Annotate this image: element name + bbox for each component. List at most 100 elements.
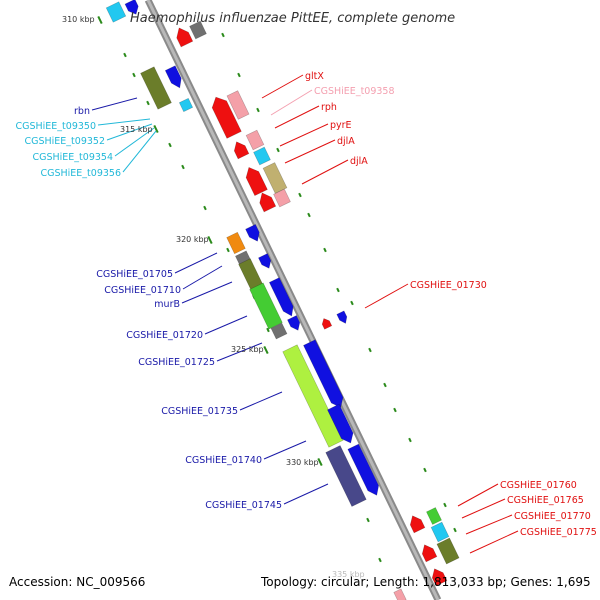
tick-mark	[146, 100, 150, 106]
gene-top-forward[interactable]	[124, 0, 141, 17]
gene-label-t09358[interactable]: CGSHiEE_t09358	[314, 86, 395, 97]
gene-red-bottom[interactable]	[429, 566, 448, 587]
scale-label-325: 325 kbp	[231, 345, 264, 354]
leader-line	[301, 159, 349, 185]
gene-label-pyrE[interactable]: pyrE	[330, 120, 352, 131]
gene-label-djlA-1[interactable]: djlA	[337, 136, 355, 147]
tick-mark	[336, 287, 340, 293]
gene-t09358[interactable]	[226, 90, 250, 120]
gene-label-01735[interactable]: CGSHiEE_01735	[161, 406, 238, 417]
gene-djlA-red[interactable]	[243, 164, 268, 197]
leader-line	[274, 105, 320, 129]
gene-label-01740[interactable]: CGSHiEE_01740	[185, 455, 262, 466]
gene-01745-b[interactable]	[347, 443, 382, 498]
gene-label-murB[interactable]: murB	[154, 299, 180, 310]
tick-mark	[226, 247, 230, 253]
accession-text: Accession: NC_009566	[9, 575, 145, 589]
gene-murB[interactable]	[249, 282, 283, 330]
gene-olive-1[interactable]	[140, 66, 172, 110]
tick-mark	[307, 212, 311, 218]
leader-line	[204, 315, 248, 335]
gene-label-01705[interactable]: CGSHiEE_01705	[96, 269, 173, 280]
gene-red-lower[interactable]	[419, 542, 438, 563]
leader-line	[279, 123, 329, 147]
gene-label-01720[interactable]: CGSHiEE_01720	[126, 330, 203, 341]
tick-mark	[168, 142, 172, 148]
leader-line	[114, 127, 155, 157]
leader-line	[239, 391, 283, 411]
gene-label-t09350[interactable]: CGSHiEE_t09350	[15, 121, 96, 132]
genome-backbone	[144, 0, 442, 600]
gene-01710-b[interactable]	[258, 253, 273, 271]
gene-rbn[interactable]	[164, 65, 184, 91]
tick-mark	[237, 72, 241, 78]
gene-01745[interactable]	[325, 445, 367, 507]
gene-label-01765[interactable]: CGSHiEE_01765	[507, 495, 584, 506]
tick-mark	[221, 32, 225, 38]
gene-gray-2[interactable]	[270, 322, 288, 340]
gene-label-01745[interactable]: CGSHiEE_01745	[205, 500, 282, 511]
gene-label-01710[interactable]: CGSHiEE_01710	[104, 285, 181, 296]
gene-top-trna[interactable]	[105, 1, 127, 23]
gene-01770[interactable]	[430, 521, 450, 543]
scale-label-335: 335 kbp	[332, 570, 365, 579]
gene-label-rbn[interactable]: rbn	[74, 106, 90, 117]
major-tick	[97, 15, 103, 25]
gene-orange[interactable]	[226, 231, 246, 255]
gene-label-01760[interactable]: CGSHiEE_01760	[500, 480, 577, 491]
leader-line	[364, 283, 409, 309]
gene-01720[interactable]	[287, 315, 302, 333]
gene-top-gray[interactable]	[189, 20, 207, 40]
label-leader-lines	[91, 74, 519, 554]
leader-line	[465, 514, 513, 535]
tick-mark	[132, 72, 136, 78]
gene-bottom-pink[interactable]	[393, 588, 407, 600]
scale-label-320: 320 kbp	[176, 235, 209, 244]
gene-01730[interactable]	[320, 317, 333, 330]
tick-mark	[256, 107, 260, 113]
gene-gltX[interactable]	[209, 94, 242, 139]
scale-label-315: 315 kbp	[120, 125, 153, 134]
gene-label-gltX[interactable]: gltX	[305, 71, 324, 82]
gene-djlA-red2[interactable]	[256, 190, 277, 213]
gene-murB-b[interactable]	[268, 277, 296, 319]
gene-label-t09356[interactable]: CGSHiEE_t09356	[40, 168, 121, 179]
gene-label-01730[interactable]: CGSHiEE_01730	[410, 280, 487, 291]
gene-pyrE-trna[interactable]	[253, 146, 271, 166]
gene-label-t09352[interactable]: CGSHiEE_t09352	[24, 136, 105, 147]
gene-trna-stack[interactable]	[178, 97, 194, 113]
gene-label-djlA-2[interactable]: djlA	[350, 156, 368, 167]
leader-line	[97, 118, 151, 126]
gene-label-01775[interactable]: CGSHiEE_01775	[520, 527, 597, 538]
tick-mark	[423, 467, 427, 473]
major-tick	[317, 457, 323, 467]
leader-line	[174, 252, 218, 274]
gene-djlA-pink[interactable]	[273, 188, 291, 208]
gene-label-rph[interactable]: rph	[321, 102, 337, 113]
scale-label-330: 330 kbp	[286, 458, 319, 467]
leader-line	[270, 89, 313, 116]
gene-rph[interactable]	[231, 139, 250, 160]
leader-line	[181, 281, 233, 304]
gene-01775[interactable]	[436, 537, 460, 565]
gene-djlA-khaki[interactable]	[262, 162, 288, 194]
gene-top-red[interactable]	[173, 25, 194, 48]
gene-pyrE-pink[interactable]	[245, 129, 265, 151]
gene-01740[interactable]	[327, 403, 356, 446]
gene-01765-stripe[interactable]	[426, 507, 442, 525]
tick-mark	[453, 527, 457, 533]
gene-label-t09354[interactable]: CGSHiEE_t09354	[32, 152, 113, 163]
gene-label-01725[interactable]: CGSHiEE_01725	[138, 357, 215, 368]
topology-text: Topology: circular; Length: 1,813,033 bp…	[260, 575, 591, 589]
gene-01705[interactable]	[245, 224, 263, 243]
leader-line	[216, 342, 263, 362]
gene-01730-b[interactable]	[336, 310, 349, 325]
gene-01735-b[interactable]	[303, 339, 346, 410]
tick-mark	[181, 164, 185, 170]
gene-01760[interactable]	[407, 513, 426, 534]
gene-label-01770[interactable]: CGSHiEE_01770	[514, 511, 591, 522]
major-tick	[153, 124, 159, 134]
tick-mark	[203, 205, 207, 211]
leader-line	[461, 498, 506, 519]
tick-mark	[323, 247, 327, 253]
